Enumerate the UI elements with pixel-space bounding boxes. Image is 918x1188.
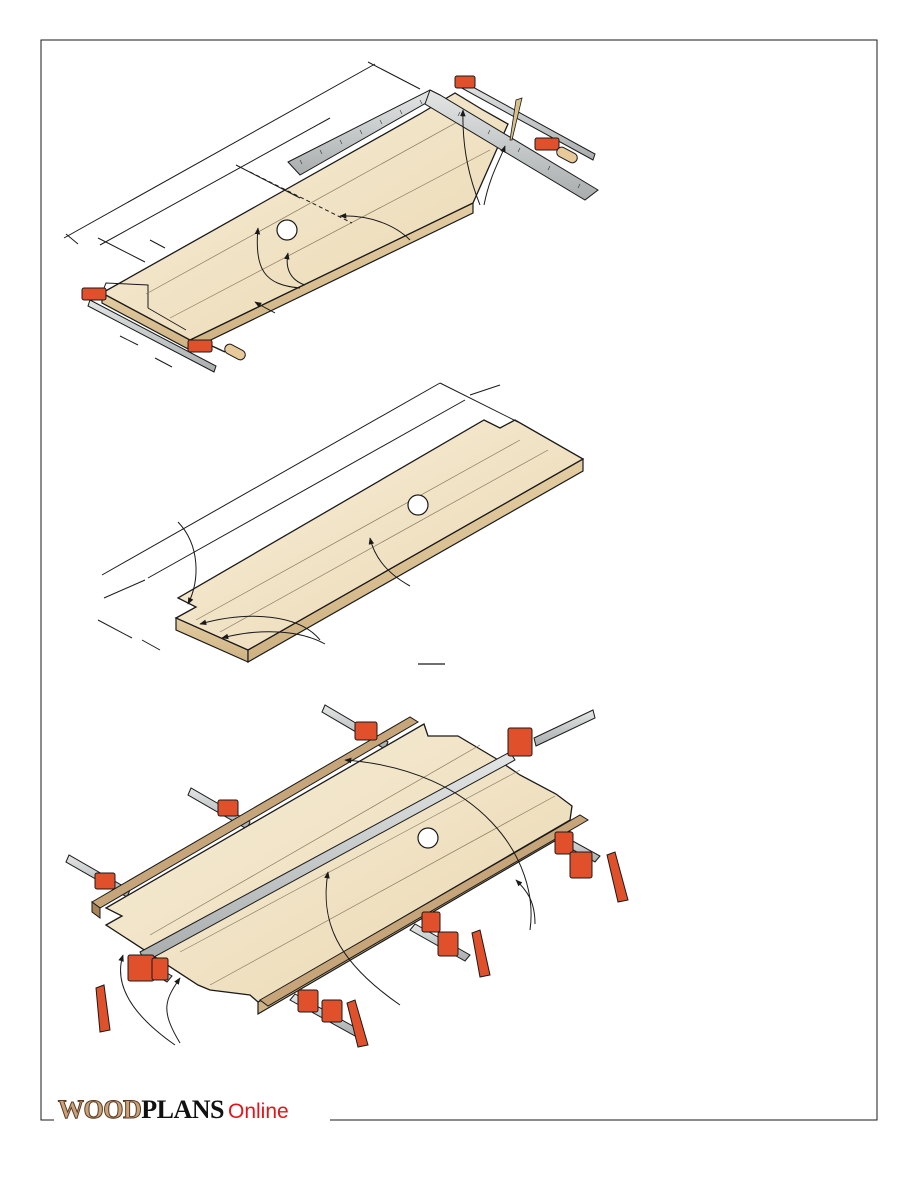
clamp-head-front-right: [187, 339, 246, 361]
board-top-face: [100, 92, 509, 341]
bar-clamp-front: [87, 299, 217, 373]
pencil-icon: [509, 97, 523, 141]
callout-circle-fig1: [276, 219, 298, 241]
callout-circle-fig3: [417, 827, 439, 849]
logo-word-plans: PLANS: [141, 1095, 224, 1124]
dimension-lines-fig2: [97, 382, 519, 651]
figure-2: [97, 382, 585, 665]
callout-arrows-fig3: [118, 757, 536, 1046]
caul-front: [259, 814, 589, 1007]
clamp-head-front-left: [81, 287, 107, 301]
dimension-lines: [63, 61, 421, 368]
logo-word-online: Online: [227, 1100, 289, 1123]
logo-word-wood: WOOD: [57, 1095, 142, 1125]
callout-arrows-fig2: [177, 521, 411, 645]
pipe-clamp-heads: [94, 721, 593, 1023]
callout-circle-fig2: [407, 494, 429, 516]
framing-square: [287, 89, 599, 201]
blank-top-face: [174, 419, 585, 651]
clamp-head-back-right: [534, 137, 578, 164]
page-border: [40, 39, 878, 1121]
clamp-head-back-left: [454, 75, 476, 89]
figure-1: [63, 61, 599, 373]
callout-arrows: [254, 109, 506, 314]
pipe-clamp-cranks: [95, 851, 629, 1048]
figure-3: [65, 704, 629, 1048]
